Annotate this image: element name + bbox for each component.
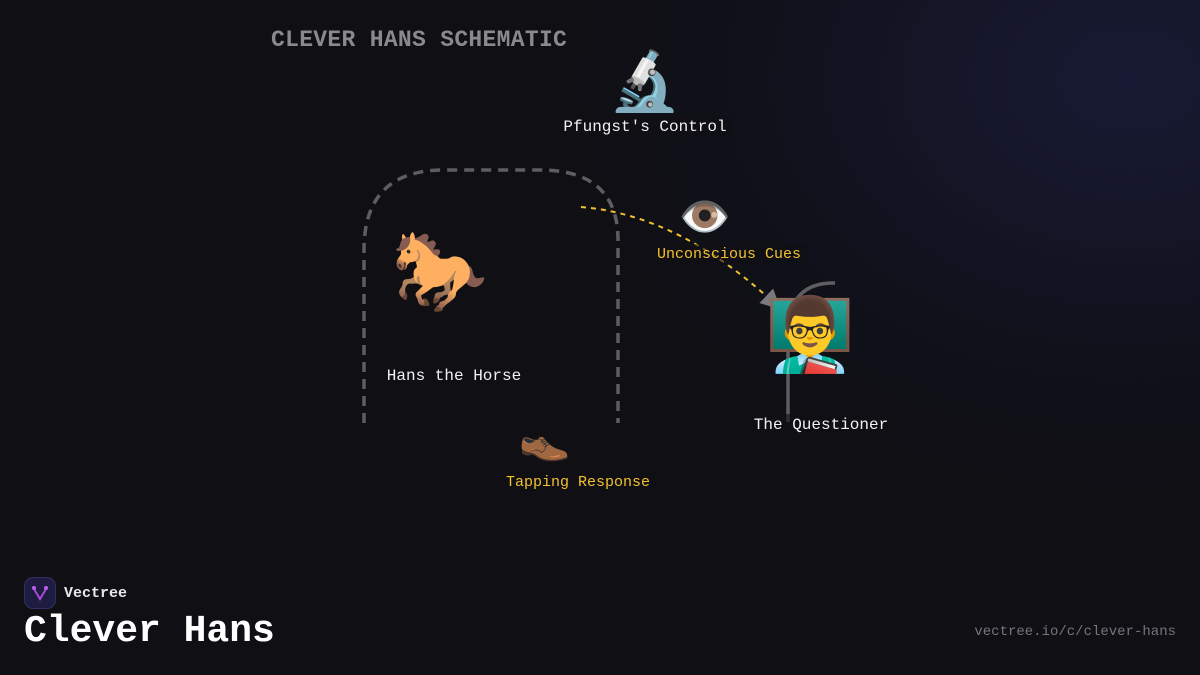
source-url[interactable]: vectree.io/c/clever-hans <box>974 624 1176 640</box>
edge-arch-dashed <box>362 168 620 423</box>
edge-unconscious-cues <box>580 206 781 310</box>
edge-questioner-loop <box>786 281 836 422</box>
shoe-icon: 👞 <box>518 414 572 463</box>
node-label: Pfungst's Control <box>557 116 733 138</box>
node-hans-the-horse[interactable]: 🐎 Hans the Horse <box>353 227 528 387</box>
eye-icon: 👁️ <box>678 192 732 241</box>
vectree-logo-icon <box>24 577 56 609</box>
schematic-title: CLEVER HANS SCHEMATIC <box>271 27 568 53</box>
node-the-questioner[interactable]: 👨‍🏫 The Questioner <box>726 292 895 436</box>
teacher-icon: 👨‍🏫 <box>765 292 855 376</box>
microscope-icon: 🔬 <box>608 47 682 115</box>
node-unconscious-cues[interactable]: 👁️ Unconscious Cues <box>603 192 808 265</box>
node-tapping-response[interactable]: 👞 Tapping Response <box>434 414 657 493</box>
brand-name: Vectree <box>64 584 128 602</box>
page-title: Clever Hans <box>24 610 275 653</box>
brand: Vectree <box>24 577 127 609</box>
horse-icon: 🐎 <box>391 227 489 317</box>
node-label: Hans the Horse <box>380 365 528 387</box>
node-label: Unconscious Cues <box>650 244 808 265</box>
node-label: Tapping Response <box>499 472 657 493</box>
node-pfungst-control[interactable]: 🔬 Pfungst's Control <box>557 47 733 138</box>
node-label: The Questioner <box>747 414 895 436</box>
